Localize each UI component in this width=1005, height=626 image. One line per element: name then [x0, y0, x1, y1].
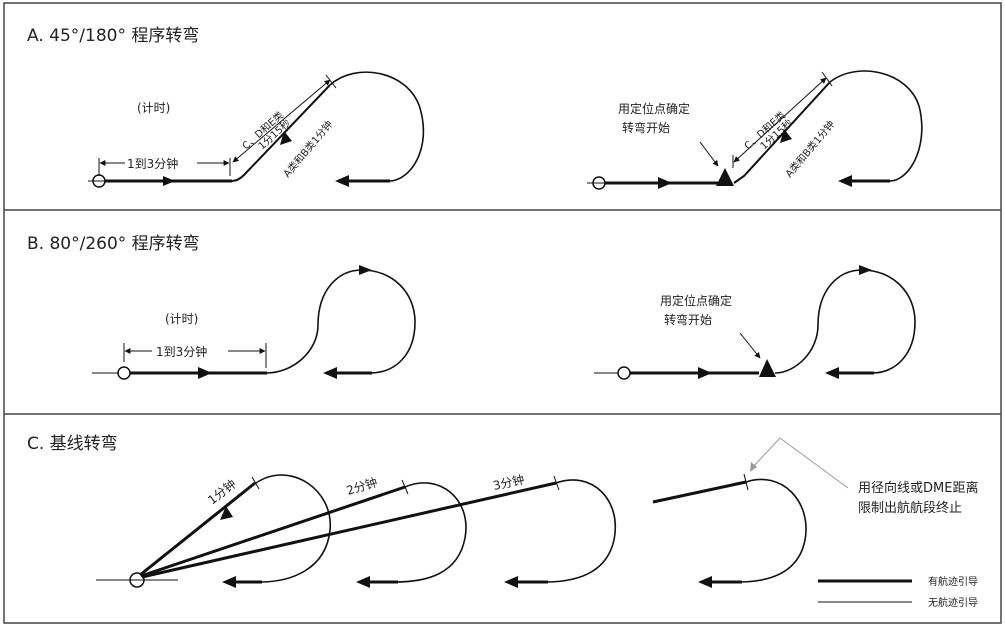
- c-time-3: 3分钟: [492, 472, 526, 493]
- b-leg-time-label: 1到3分钟: [156, 344, 207, 359]
- legend-unguided-label: 无航迹引导: [928, 596, 978, 609]
- outer-border: [3, 2, 1002, 624]
- leg-time-label: 1到3分钟: [127, 156, 178, 171]
- section-b-title: B. 80°/260° 程序转弯: [27, 234, 200, 254]
- section-a-left-pattern: 1到3分钟 (计时) C、D和E类 1分15秒 A类和B类1分钟: [88, 71, 425, 188]
- c-fix-symbol: [129, 572, 145, 588]
- section-c-title: C. 基线转弯: [27, 434, 118, 454]
- legend-guided-label: 有航迹引导: [928, 575, 978, 588]
- section-c-base-turns: 1分钟 2分钟 3分钟 用径向线或DME距离 限制出航航段终止: [96, 437, 978, 588]
- limit-note-line1: 用径向线或DME距离: [858, 480, 978, 496]
- limit-leader-line: [751, 437, 849, 489]
- b-fix-note-line2: 转弯开始: [664, 312, 712, 327]
- timed-label: (计时): [137, 101, 170, 115]
- section-a-title: A. 45°/180° 程序转弯: [27, 26, 200, 46]
- c-time-2: 2分钟: [344, 474, 379, 498]
- limit-note-line2: 限制出航航段终止: [858, 500, 962, 516]
- fix-triangle: [716, 168, 734, 186]
- fix-note-line1: 用定位点确定: [618, 101, 690, 116]
- section-b-left-pattern: 1到3分钟 (计时): [92, 265, 416, 380]
- inbound-arrowhead: [335, 175, 349, 187]
- fix-note-line2: 转弯开始: [622, 120, 670, 135]
- section-b-right-pattern: 用定位点确定 转弯开始: [594, 265, 916, 380]
- legend: 有航迹引导 无航迹引导: [818, 575, 978, 609]
- c-time-1: 1分钟: [205, 476, 239, 507]
- b-fix-note-line1: 用定位点确定: [660, 293, 732, 308]
- b-timed-label: (计时): [165, 312, 198, 326]
- section-a-right-pattern: 用定位点确定 转弯开始 C、D和E类 1分15秒 A类和B类1分钟: [587, 70, 923, 190]
